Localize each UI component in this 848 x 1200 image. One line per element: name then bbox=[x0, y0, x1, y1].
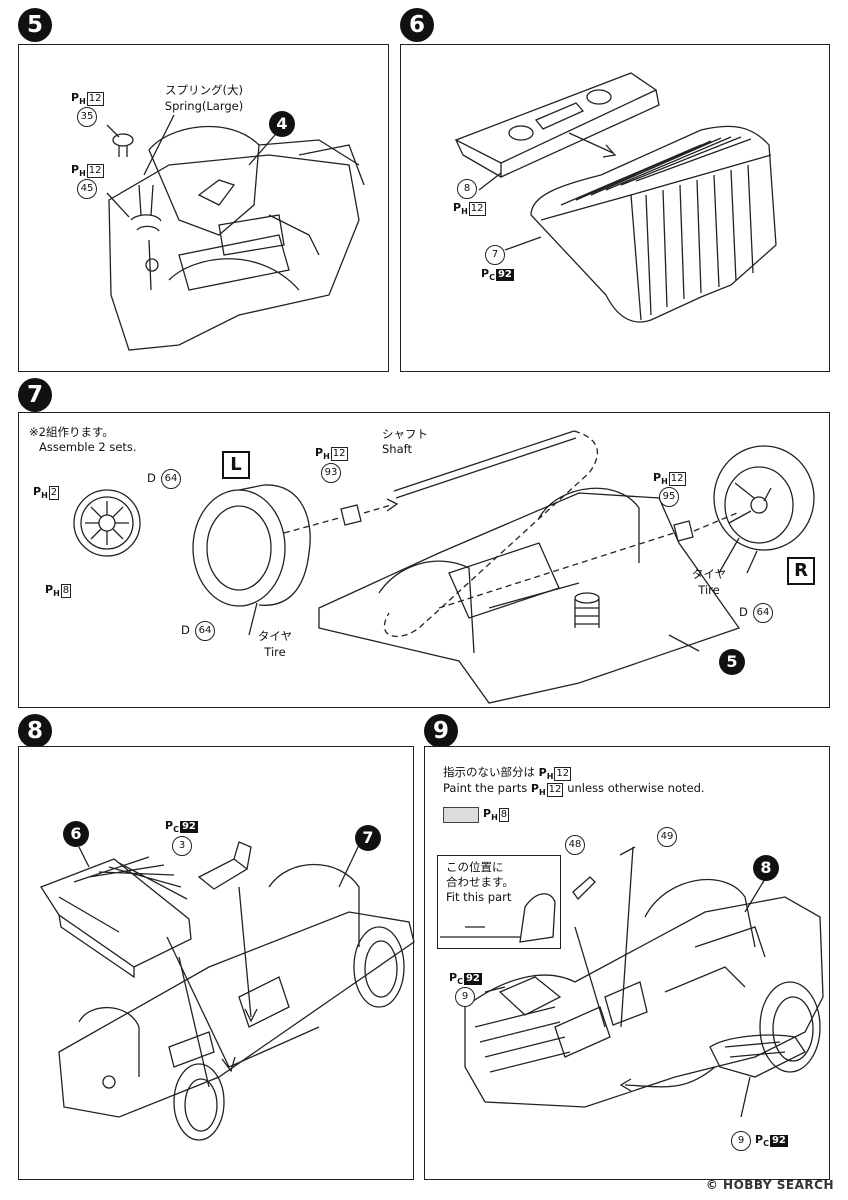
step-6-badge: 6 bbox=[400, 8, 434, 42]
part-95: 95 bbox=[659, 487, 679, 507]
step-5-badge: 5 bbox=[18, 8, 52, 42]
watermark: © HOBBY SEARCH bbox=[705, 1178, 834, 1192]
step-8-badge: 8 bbox=[18, 714, 52, 748]
ref-step-8: 8 bbox=[753, 855, 779, 881]
step-5-diagram bbox=[106, 114, 365, 351]
part-45: 45 bbox=[77, 179, 97, 199]
left-tire-label-en: Tire bbox=[264, 645, 286, 659]
ref-step-6: 6 bbox=[63, 821, 89, 847]
part-9-right: 9 bbox=[731, 1131, 751, 1151]
left-tire-label-jp: タイヤ bbox=[257, 629, 293, 643]
right-tire-label-en: Tire bbox=[698, 583, 720, 597]
right-side-marker: R bbox=[787, 557, 815, 585]
inset-label-en-1: Fit this part bbox=[446, 890, 512, 904]
spring-label-en: Spring(Large) bbox=[164, 99, 244, 113]
spring-label-jp: スプリング(大) bbox=[165, 83, 243, 97]
step-7-note-jp: ※2組作ります。 bbox=[29, 425, 114, 439]
ref-step-4: 4 bbox=[269, 111, 295, 137]
left-tire-part-letter: D bbox=[181, 623, 190, 637]
ref-step-7: 7 bbox=[355, 825, 381, 851]
step-7-note-en: Assemble 2 sets. bbox=[39, 440, 137, 454]
step-7-diagram bbox=[73, 430, 815, 704]
step-7-badge: 7 bbox=[18, 378, 52, 412]
fit-position-inset: この位置に 合わせます。 Fit this part bbox=[437, 855, 561, 949]
shaded-area-swatch bbox=[443, 807, 479, 823]
shaft-label-jp: シャフト bbox=[382, 427, 428, 441]
step-6-diagram bbox=[454, 72, 777, 323]
wheel-part-64: 64 bbox=[161, 469, 181, 489]
step-8-diagram bbox=[40, 841, 415, 1141]
right-tire-label-jp: タイヤ bbox=[691, 567, 727, 581]
right-tire-part-64: 64 bbox=[753, 603, 773, 623]
part-8: 8 bbox=[457, 179, 477, 199]
ref-step-5: 5 bbox=[719, 649, 745, 675]
inset-label-jp-1: この位置に bbox=[446, 860, 504, 874]
part-35: 35 bbox=[77, 107, 97, 127]
part-7: 7 bbox=[485, 245, 505, 265]
part-49: 49 bbox=[657, 827, 677, 847]
right-tire-part-letter: D bbox=[739, 605, 748, 619]
step-9-diagram bbox=[440, 846, 824, 1118]
shaft-label-en: Shaft bbox=[382, 442, 412, 456]
left-tire-part-64: 64 bbox=[195, 621, 215, 641]
part-9-left: 9 bbox=[455, 987, 475, 1007]
left-side-marker: L bbox=[222, 451, 250, 479]
part-48: 48 bbox=[565, 835, 585, 855]
part-93: 93 bbox=[321, 463, 341, 483]
part-3: 3 bbox=[172, 836, 192, 856]
inset-label-jp-2: 合わせます。 bbox=[446, 875, 514, 889]
wheel-part-letter: D bbox=[147, 471, 156, 485]
step-9-badge: 9 bbox=[424, 714, 458, 748]
